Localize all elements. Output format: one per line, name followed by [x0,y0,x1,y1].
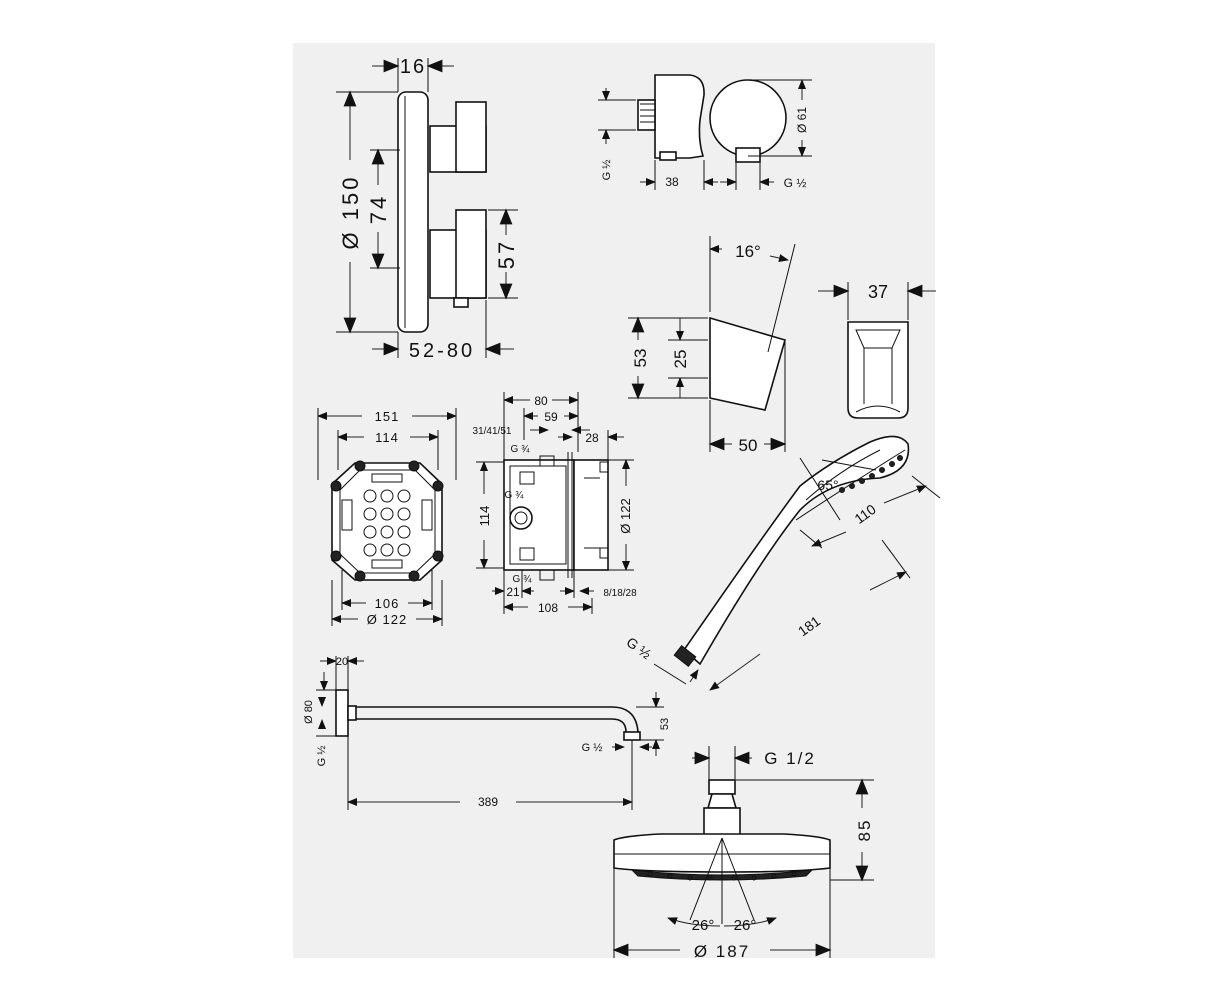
overhead-height-label: 85 [855,819,874,842]
rough-in-bottom-inner-label: 106 [375,596,400,611]
thermostat-top-width-label: 16 [400,56,426,78]
wall-holder-view: 16° 53 25 50 37 [628,236,936,455]
thermostat-inner-height-label: 74 [366,194,391,224]
rough-in-inner-label: 114 [375,430,399,445]
wall-holder-inner-height-label: 25 [671,350,690,369]
wall-outlet-diameter-label: Ø 61 [795,107,809,133]
overhead-angle-left-label: 26° [692,917,715,934]
rough-in-side-diameter-label: Ø 122 [618,498,633,533]
rough-in-side-depth-options-label: 31/41/51 [473,426,512,437]
thermostat-depth-label: 52-80 [409,340,475,362]
rough-in-front-view: 151 114 106 Ø 122 [317,408,457,627]
thermostat-knob-height-label: 57 [494,239,519,269]
hand-shower-angle-label: 65° [817,477,838,493]
rough-in-side-thread-top-label: G ¾ [511,444,531,455]
rough-in-side-top-inner-label: 59 [544,410,558,424]
thermostat-view: 16 Ø 150 74 57 52-80 [336,56,519,362]
shower-arm-flange-diameter-label: Ø 80 [303,700,315,724]
shower-arm-drop-label: 53 [659,718,671,730]
overhead-angle-right-label: 26° [734,917,757,934]
rough-in-side-top-width-label: 80 [534,394,548,408]
wall-holder-height-label: 53 [631,349,650,368]
rough-in-outer-label: 151 [375,409,400,424]
shower-arm-view: 20 Ø 80 G ½ 53 G ½ 389 [303,656,671,810]
wall-holder-depth-label: 50 [739,436,758,455]
wall-outlet-thread-left-label: G ½ [601,160,613,181]
wall-holder-width-label: 37 [868,282,888,302]
shower-arm-thread-wall-label: G ½ [316,746,328,767]
rough-in-side-bottom-right-label: 8/18/28 [603,588,637,599]
overhead-shower-view: G 1/2 85 26° 26° Ø 187 [612,746,874,961]
rough-in-side-right-depth-label: 28 [585,431,599,445]
rough-in-side-thread-mid-label: G ¾ [505,490,525,501]
thermostat-diameter-label: Ø 150 [338,175,363,250]
rough-in-bottom-diameter-label: Ø 122 [367,612,407,627]
overhead-thread-label: G 1/2 [764,749,816,768]
rough-in-side-height-label: 114 [477,506,492,527]
wall-outlet-depth-label: 38 [665,175,679,189]
rough-in-side-bottom-left-label: 21 [506,585,520,599]
wall-outlet-thread-right-label: G ½ [784,176,807,190]
wall-outlet-view: G ½ 38 Ø 61 G ½ [598,74,812,190]
shower-arm-flange-width-label: 20 [336,656,348,668]
wall-holder-angle-label: 16° [735,242,761,261]
rough-in-side-bottom-total-label: 108 [538,601,558,615]
shower-arm-length-label: 389 [478,795,498,809]
overhead-diameter-label: Ø 187 [694,942,750,961]
shower-arm-thread-outlet-label: G ½ [582,742,603,754]
rough-in-side-view: 80 59 31/41/51 28 G ¾ G ¾ G ¾ 114 Ø 122 [473,392,637,615]
